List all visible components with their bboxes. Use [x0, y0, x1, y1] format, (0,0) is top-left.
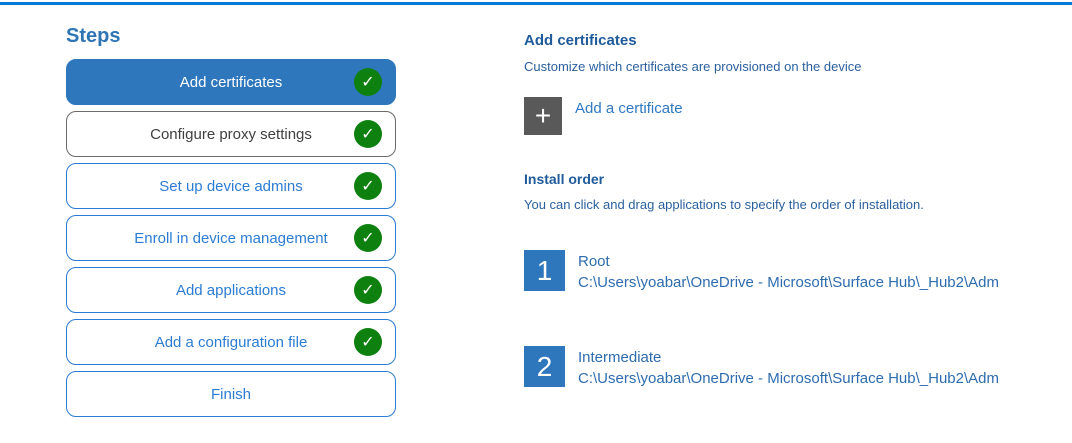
step-label: Add applications: [175, 281, 287, 299]
install-order-description: You can click and drag applications to s…: [524, 197, 924, 212]
check-icon: ✓: [354, 172, 382, 200]
panel-title: Add certificates: [524, 32, 637, 49]
plus-icon[interactable]: +: [524, 97, 562, 135]
check-icon: ✓: [354, 276, 382, 304]
check-icon: ✓: [354, 224, 382, 252]
step-label: Add certificates: [179, 73, 283, 91]
certificate-path: C:\Users\yoabar\OneDrive - Microsoft\Sur…: [578, 370, 999, 387]
order-number-badge: 1: [524, 250, 565, 291]
certificate-name: Root: [578, 253, 610, 270]
add-certificates-panel: Add certificates Customize which certifi…: [524, 25, 1072, 423]
step-configure-proxy-settings[interactable]: Configure proxy settings ✓: [66, 111, 396, 157]
step-finish[interactable]: Finish: [66, 371, 396, 417]
install-order-item-intermediate[interactable]: 2 Intermediate C:\Users\yoabar\OneDrive …: [524, 346, 1072, 389]
panel-subtitle: Customize which certificates are provisi…: [524, 59, 862, 74]
step-label: Enroll in device management: [134, 229, 328, 247]
check-icon: ✓: [354, 328, 382, 356]
certificate-path: C:\Users\yoabar\OneDrive - Microsoft\Sur…: [578, 274, 999, 291]
wizard-page: Steps Add certificates ✓ Configure proxy…: [0, 2, 1072, 423]
step-set-up-device-admins[interactable]: Set up device admins ✓: [66, 163, 396, 209]
step-label: Configure proxy settings: [150, 125, 312, 143]
step-add-certificates[interactable]: Add certificates ✓: [66, 59, 396, 105]
step-add-applications[interactable]: Add applications ✓: [66, 267, 396, 313]
add-certificate-label: Add a certificate: [575, 100, 683, 117]
install-order-item-root[interactable]: 1 Root C:\Users\yoabar\OneDrive - Micros…: [524, 250, 1072, 293]
certificate-name: Intermediate: [578, 349, 662, 366]
steps-heading: Steps: [66, 25, 121, 47]
step-label: Finish: [210, 385, 251, 403]
step-label: Set up device admins: [159, 177, 303, 195]
check-icon: ✓: [354, 68, 382, 96]
install-order-heading: Install order: [524, 171, 605, 187]
check-icon: ✓: [354, 120, 382, 148]
step-enroll-in-device-management[interactable]: Enroll in device management ✓: [66, 215, 396, 261]
step-add-a-configuration-file[interactable]: Add a configuration file ✓: [66, 319, 396, 365]
top-accent-bar: [0, 2, 1072, 5]
add-certificate-button[interactable]: + Add a certificate: [524, 97, 1072, 135]
step-label: Add a configuration file: [154, 333, 308, 351]
order-number-badge: 2: [524, 346, 565, 387]
steps-sidebar: Steps Add certificates ✓ Configure proxy…: [66, 25, 396, 423]
